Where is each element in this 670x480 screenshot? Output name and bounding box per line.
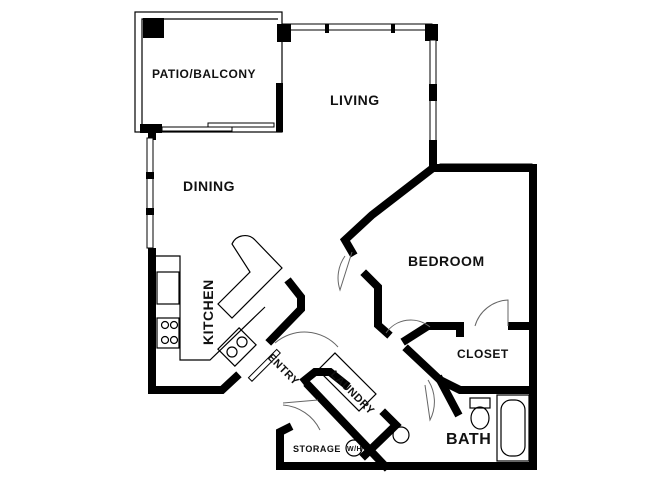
sliding-door xyxy=(161,126,233,132)
label-closet: CLOSET xyxy=(457,347,509,361)
sink-icon xyxy=(217,327,257,367)
doors xyxy=(274,251,509,431)
walls xyxy=(148,162,537,472)
label-storage: STORAGE xyxy=(293,444,341,454)
kitchen-fixtures xyxy=(155,235,283,382)
label-patio: PATIO/BALCONY xyxy=(152,67,256,81)
refrigerator-icon xyxy=(156,271,180,305)
stove-icon xyxy=(156,317,180,349)
toilet-icon xyxy=(469,397,491,409)
label-bedroom: BEDROOM xyxy=(408,253,485,269)
patio-balcony xyxy=(134,11,283,140)
label-living: LIVING xyxy=(330,92,380,108)
living-windows xyxy=(277,23,438,169)
label-kitchen: KITCHEN xyxy=(200,279,216,345)
water-heater-icon xyxy=(392,426,410,444)
kitchen-island xyxy=(217,235,283,319)
label-entry: ENTRY xyxy=(265,352,301,388)
label-water-heater: W/H xyxy=(347,446,362,453)
label-bath: BATH xyxy=(446,431,491,448)
bathtub-icon xyxy=(496,394,530,462)
laundry-machines xyxy=(317,352,377,412)
dining-window xyxy=(146,137,154,249)
bath-fixtures xyxy=(317,352,530,462)
label-dining: DINING xyxy=(183,178,235,194)
